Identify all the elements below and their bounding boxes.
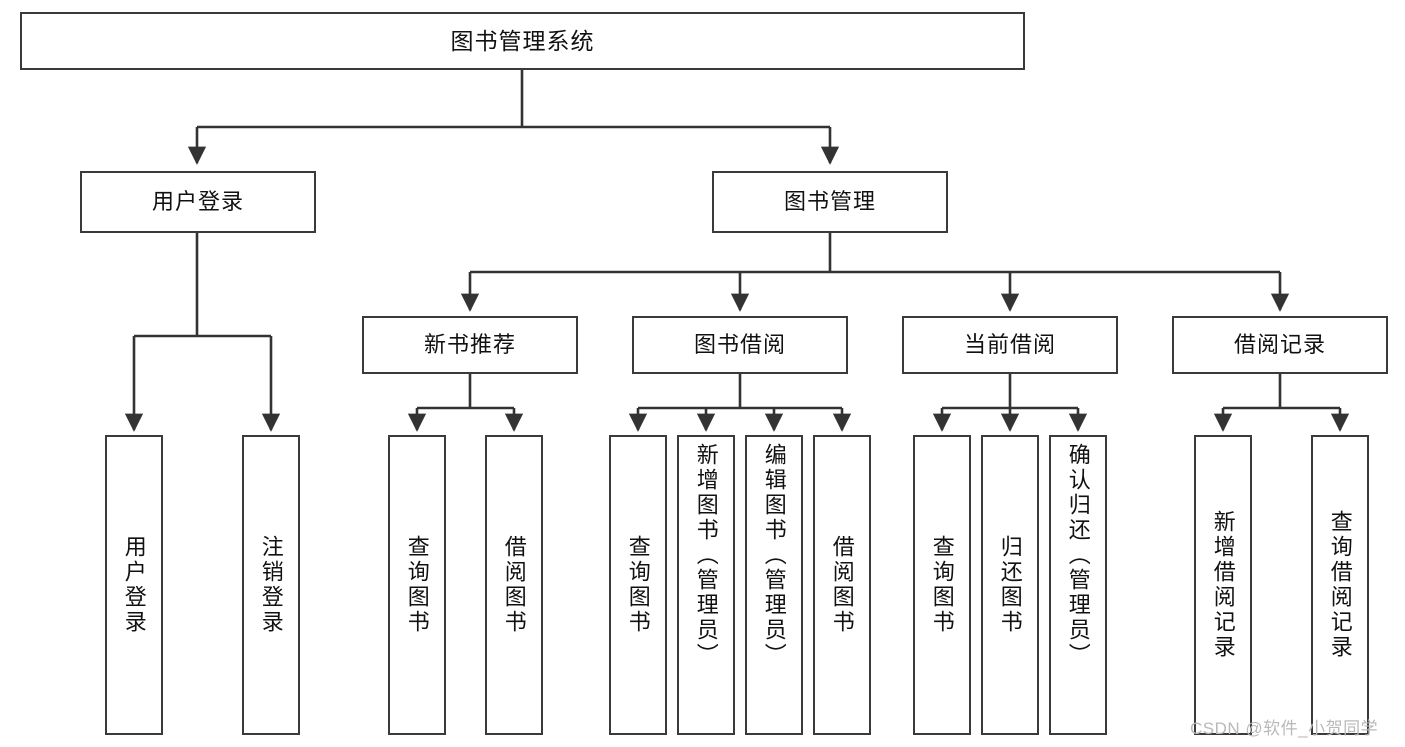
node-current-borrow[interactable]: 当前借阅 — [902, 316, 1118, 374]
node-label: 新书推荐 — [423, 332, 516, 357]
node-label: 借阅图书 — [501, 535, 527, 635]
node-label: 借阅图书 — [829, 535, 855, 635]
leaf-add-borrow-record[interactable]: 新增借阅记录 — [1194, 435, 1252, 735]
node-new-book-recommend[interactable]: 新书推荐 — [362, 316, 578, 374]
node-label: 注销登录 — [258, 535, 284, 635]
leaf-edit-book-admin[interactable]: 编辑图书（管理员） — [745, 435, 803, 735]
node-label: 查询图书 — [404, 535, 430, 635]
node-label: 用户登录 — [151, 189, 244, 214]
leaf-query-book-nb[interactable]: 查询图书 — [388, 435, 446, 735]
node-label: 查询图书 — [625, 535, 651, 635]
node-label: 图书借阅 — [693, 332, 786, 357]
node-label: 借阅记录 — [1233, 332, 1326, 357]
leaf-add-book-admin[interactable]: 新增图书（管理员） — [677, 435, 735, 735]
node-borrow-record[interactable]: 借阅记录 — [1172, 316, 1388, 374]
node-label: 确认归还（管理员） — [1065, 443, 1091, 668]
node-book-management[interactable]: 图书管理 — [712, 171, 948, 233]
node-book-borrow[interactable]: 图书借阅 — [632, 316, 848, 374]
leaf-query-book-bb[interactable]: 查询图书 — [609, 435, 667, 735]
leaf-query-book-cb[interactable]: 查询图书 — [913, 435, 971, 735]
node-label: 编辑图书（管理员） — [761, 443, 787, 668]
leaf-logout[interactable]: 注销登录 — [242, 435, 300, 735]
leaf-return-book[interactable]: 归还图书 — [981, 435, 1039, 735]
leaf-confirm-return-admin[interactable]: 确认归还（管理员） — [1049, 435, 1107, 735]
leaf-borrow-book-nb[interactable]: 借阅图书 — [485, 435, 543, 735]
node-label: 图书管理系统 — [450, 27, 595, 54]
node-label: 新增借阅记录 — [1210, 510, 1236, 660]
node-label: 归还图书 — [997, 535, 1023, 635]
node-label: 用户登录 — [121, 535, 147, 635]
node-label: 查询借阅记录 — [1327, 510, 1353, 660]
leaf-user-login[interactable]: 用户登录 — [105, 435, 163, 735]
node-root-system[interactable]: 图书管理系统 — [20, 12, 1025, 70]
node-user-login[interactable]: 用户登录 — [80, 171, 316, 233]
node-label: 查询图书 — [929, 535, 955, 635]
leaf-query-borrow-record[interactable]: 查询借阅记录 — [1311, 435, 1369, 735]
node-label: 图书管理 — [783, 189, 876, 214]
node-label: 新增图书（管理员） — [693, 443, 719, 668]
leaf-borrow-book-bb[interactable]: 借阅图书 — [813, 435, 871, 735]
node-label: 当前借阅 — [963, 332, 1056, 357]
